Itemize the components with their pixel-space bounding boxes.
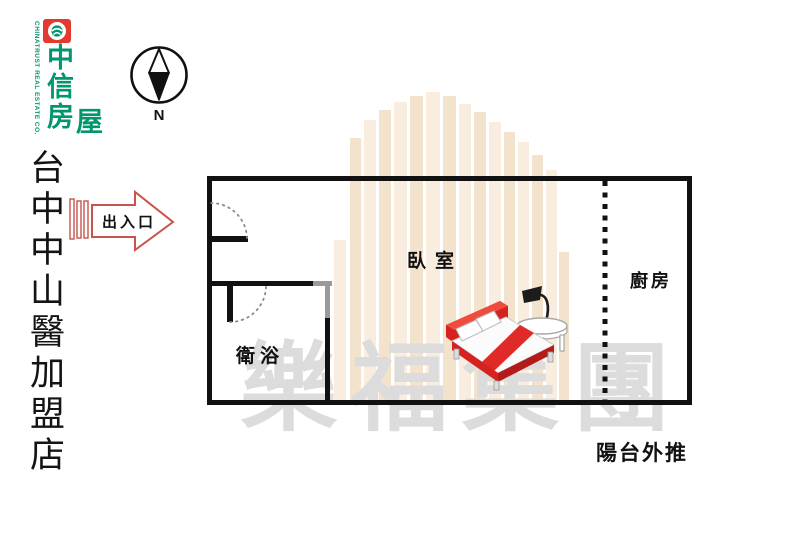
bathroom-label: 衛浴 bbox=[236, 346, 285, 367]
floor-plan bbox=[207, 176, 692, 405]
bathroom-door-swing-arc bbox=[229, 285, 267, 323]
bathroom-right-wall bbox=[325, 318, 330, 403]
entrance-door-leaf bbox=[211, 236, 248, 242]
kitchen-label: 廚房 bbox=[630, 271, 672, 291]
compass-north-label: N bbox=[154, 107, 165, 124]
entrance-label: 出入口 bbox=[102, 214, 157, 231]
company-char-xin: 信 bbox=[47, 72, 74, 102]
entrance-arrow-icon bbox=[69, 189, 175, 252]
company-name-en: CHINATRUST REAL ESTATE CO. bbox=[33, 21, 40, 135]
bed-icon bbox=[446, 286, 568, 391]
company-char-wu: 屋 bbox=[76, 107, 103, 137]
entrance-door-swing-arc bbox=[210, 202, 248, 240]
balcony-pushout-annotation: 陽台外推 bbox=[596, 442, 688, 465]
bathroom-right-wall-gray bbox=[325, 284, 330, 318]
outer-walls bbox=[207, 176, 692, 405]
bathroom-top-wall bbox=[209, 281, 313, 286]
bathroom-door-leaf bbox=[227, 286, 233, 322]
chinatrust-logo: CHINATRUST REAL ESTATE CO. 中 信 房 屋 bbox=[18, 8, 118, 137]
store-name-vertical: 台中中山醫加盟店 bbox=[25, 149, 64, 477]
bedroom-label: 臥室 bbox=[407, 251, 464, 272]
bathroom-top-wall-gray bbox=[313, 281, 332, 286]
company-char-zhong: 中 bbox=[47, 43, 74, 73]
company-char-fang: 房 bbox=[47, 102, 74, 132]
chinatrust-logo-mark-icon bbox=[43, 19, 71, 43]
compass-icon: N bbox=[130, 46, 188, 124]
